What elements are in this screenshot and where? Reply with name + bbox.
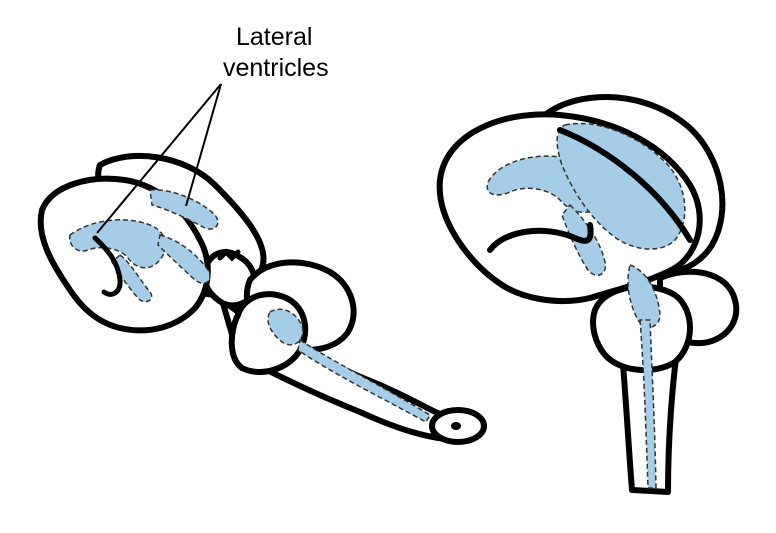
left-fourth-ventricle <box>267 308 304 346</box>
left-brain <box>37 152 487 445</box>
left-central-canal <box>297 338 432 424</box>
leader-line-right <box>185 83 222 207</box>
right-ventricle-body <box>556 122 686 250</box>
left-third-ventricle <box>157 234 211 284</box>
left-ventricle-upper <box>149 189 219 230</box>
left-brain-ventricles <box>69 189 432 424</box>
annotation-leader-lines <box>96 83 222 234</box>
leader-line-left <box>96 83 222 234</box>
right-brain-ventricles <box>486 122 686 489</box>
right-central-canal <box>639 319 657 489</box>
label-lateral: Lateral <box>236 23 313 51</box>
right-fourth-ventricle <box>627 264 661 328</box>
label-ventricles: ventricles <box>223 54 329 82</box>
left-lateral-ventricle <box>69 219 167 269</box>
